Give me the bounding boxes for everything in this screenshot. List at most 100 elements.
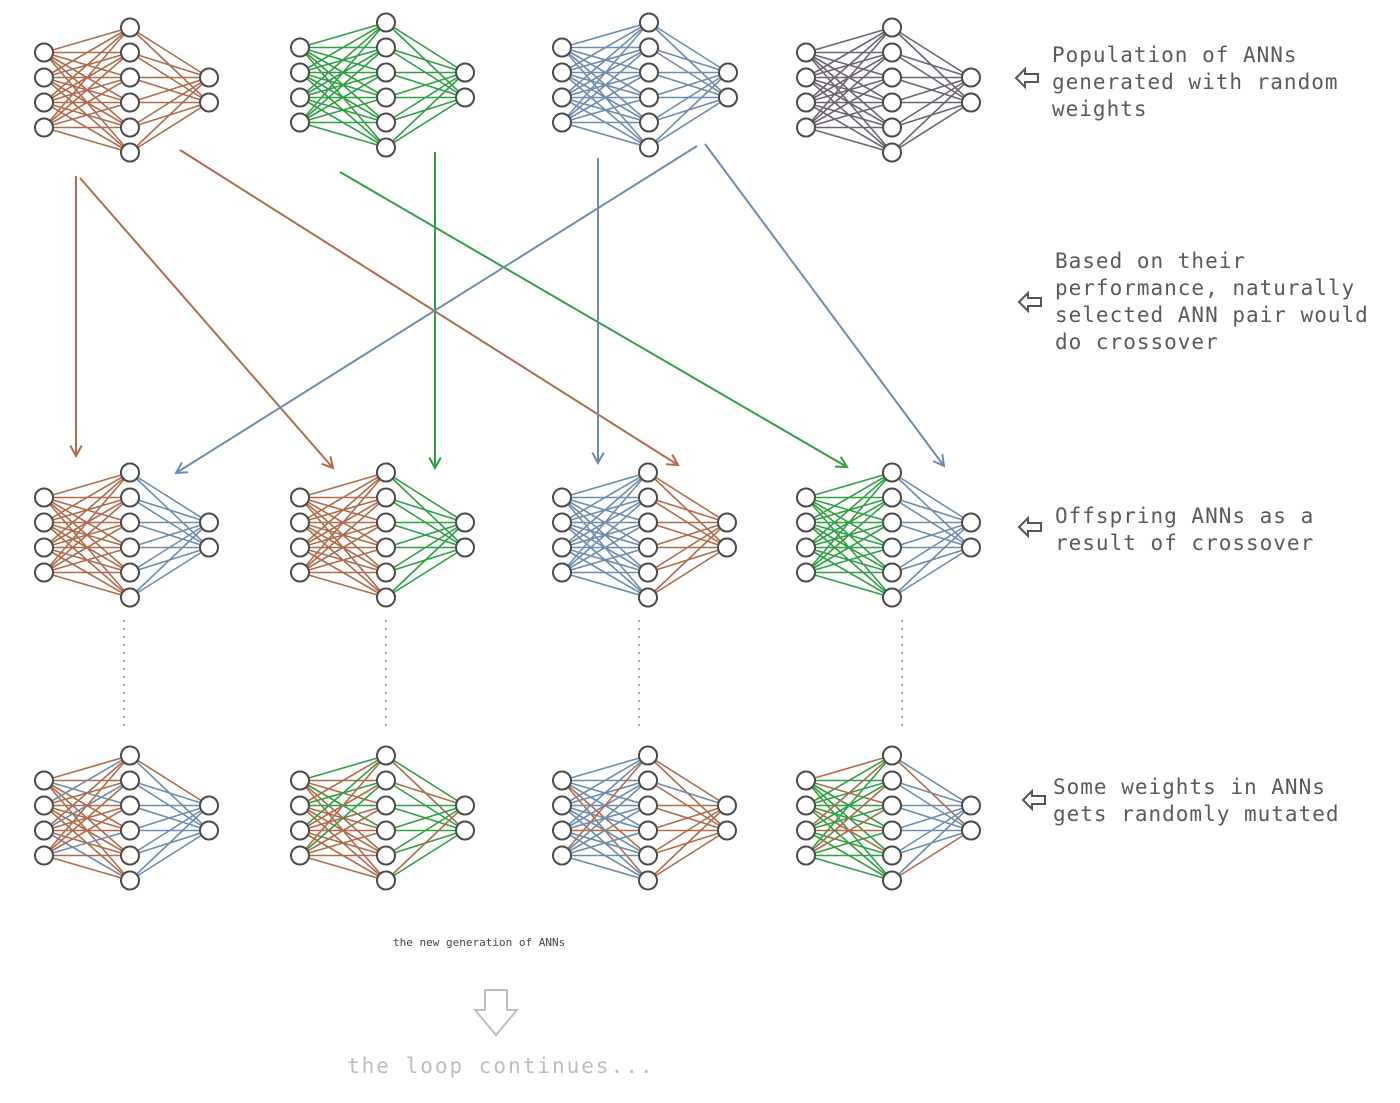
weight-edge <box>129 521 210 599</box>
neuron-node <box>290 487 310 508</box>
neuron-node <box>120 795 140 816</box>
caption-population: Population of ANNs generated with random… <box>1052 43 1339 121</box>
neuron-node <box>638 462 658 483</box>
neuron-node <box>638 820 658 841</box>
weight-edge <box>805 804 893 857</box>
weight-edge <box>385 804 466 857</box>
weight-edge <box>891 76 972 104</box>
neuron-node <box>376 137 396 158</box>
weight-edge <box>891 26 972 79</box>
side-arrows <box>1014 66 1046 812</box>
weight-edge <box>129 26 210 79</box>
neuron-node <box>290 820 310 841</box>
parent-green <box>299 21 466 149</box>
neuron-node <box>639 62 659 83</box>
neuron-node <box>882 537 902 558</box>
weight-edge <box>561 471 649 549</box>
weight-edge <box>299 471 387 524</box>
weight-edge <box>299 829 387 857</box>
neuron-node <box>376 770 396 791</box>
offspring-4-nodes <box>796 462 981 608</box>
weight-edge <box>299 21 387 99</box>
neuron-node <box>290 512 310 533</box>
neuron-node <box>796 487 816 508</box>
weight-edge <box>43 829 131 857</box>
weight-edge <box>648 71 729 149</box>
caption-new-generation: the new generation of ANNs <box>393 936 566 949</box>
weight-edge <box>43 471 131 549</box>
mutated-1 <box>43 754 210 882</box>
neuron-node <box>376 745 396 766</box>
weight-edge <box>805 854 893 882</box>
neuron-node <box>552 537 572 558</box>
weight-edge <box>43 26 131 104</box>
weight-edge <box>647 804 728 832</box>
neuron-node <box>120 117 140 138</box>
neuron-node <box>376 870 396 891</box>
neuron-node <box>376 87 396 108</box>
neuron-node <box>552 112 572 133</box>
weight-edge <box>561 754 649 857</box>
weight-edge <box>299 21 387 74</box>
neuron-node <box>639 12 659 33</box>
neuron-node <box>552 512 572 533</box>
weight-edge <box>805 779 893 857</box>
neuron-node <box>717 820 737 841</box>
weight-edge <box>647 804 728 882</box>
neuron-node <box>718 62 738 83</box>
neuron-node <box>552 87 572 108</box>
weight-edge <box>385 829 466 882</box>
neuron-node <box>376 62 396 83</box>
weight-edge <box>299 754 387 857</box>
weight-edge <box>299 754 387 832</box>
weight-edge <box>561 71 650 124</box>
parent-gray-nodes <box>796 17 981 163</box>
weight-edge <box>43 754 131 782</box>
neuron-node <box>34 537 54 558</box>
neuron-node <box>290 770 310 791</box>
neuron-node <box>290 62 310 83</box>
neuron-node <box>34 512 54 533</box>
nodes-layer <box>34 12 981 891</box>
neuron-node <box>290 562 310 583</box>
neuron-node <box>639 112 659 133</box>
dotted-connectors <box>123 620 903 728</box>
weight-edge <box>129 471 210 524</box>
neuron-node <box>717 512 737 533</box>
weight-edge <box>129 51 210 79</box>
weight-edge <box>43 571 131 599</box>
neuron-node <box>638 795 658 816</box>
crossover-arrow <box>179 149 680 467</box>
weight-edge <box>385 471 466 524</box>
neuron-node <box>961 512 981 533</box>
weight-edge <box>805 546 893 574</box>
weight-edge <box>647 521 728 574</box>
neuron-node <box>552 37 572 58</box>
parent-brown-nodes <box>34 17 219 163</box>
neuron-node <box>455 62 475 83</box>
neuron-node <box>882 487 902 508</box>
weight-edge <box>648 96 729 149</box>
weight-edge <box>805 26 893 129</box>
caption-selection: Based on their performance, naturally se… <box>1055 249 1369 354</box>
neuron-node <box>638 487 658 508</box>
neuron-node <box>796 42 816 63</box>
weight-edge <box>43 804 131 857</box>
weight-edge <box>561 546 649 574</box>
weight-edge <box>561 854 649 882</box>
weight-edge <box>891 521 972 599</box>
weight-edge <box>647 804 728 857</box>
weight-edge <box>805 754 893 807</box>
weight-edge <box>647 546 728 599</box>
neuron-node <box>120 92 140 113</box>
weight-edge <box>299 71 387 124</box>
weight-edge <box>648 46 729 74</box>
neuron-node <box>882 512 902 533</box>
weight-edge <box>805 829 893 857</box>
weight-edge <box>385 496 466 524</box>
neuron-node <box>638 512 658 533</box>
weight-edge <box>385 521 466 549</box>
crossover-arrow <box>174 145 698 475</box>
weight-edge <box>647 496 728 524</box>
neuron-node <box>376 587 396 608</box>
